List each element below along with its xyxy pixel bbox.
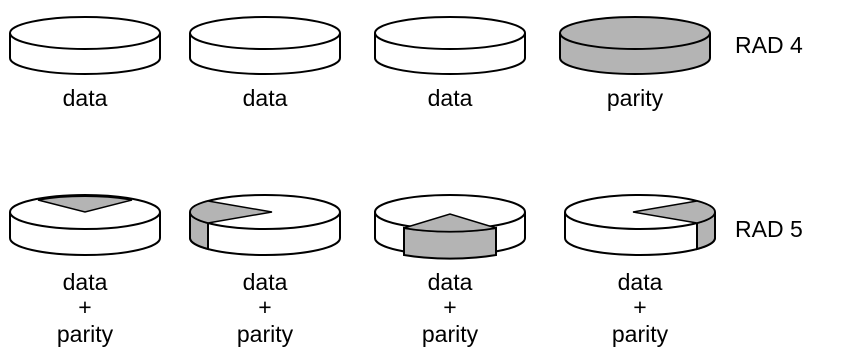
raid5-disk-4-label-line-2: + xyxy=(633,294,646,320)
raid4-disk-1 xyxy=(9,16,161,75)
raid5-disk-4-parity-wedge xyxy=(632,200,716,224)
raid4-disk-2 xyxy=(189,16,341,75)
raid5-disk-2 xyxy=(189,194,341,256)
raid4-disk-4-parity xyxy=(559,16,711,75)
raid4-disk-2-label: data xyxy=(243,85,288,111)
raid5-disk-2-label-line-1: data xyxy=(243,269,288,295)
raid5-disk-2-parity-wedge xyxy=(189,200,273,224)
raid5-disk-3-parity-side xyxy=(403,226,497,260)
raid5-disk-3-label-line-1: data xyxy=(428,269,473,295)
raid5-disk-3-label-line-2: + xyxy=(443,294,456,320)
raid5-disk-1-parity-wedge xyxy=(37,195,133,213)
raid5-disk-1-label-line-1: data xyxy=(63,269,108,295)
raid5-row-label: RAD 5 xyxy=(735,216,803,242)
raid5-disk-1 xyxy=(9,194,161,256)
raid4-disk-1-label: data xyxy=(63,85,108,111)
raid5-disk-3-parity-wedge xyxy=(403,213,497,233)
raid5-disk-4-label-line-1: data xyxy=(618,269,663,295)
raid4-disk-3 xyxy=(374,16,526,75)
raid4-row-label: RAD 4 xyxy=(735,32,803,58)
raid5-disk-3 xyxy=(374,194,526,260)
raid5-row: data + parity data + parity data + parit… xyxy=(9,194,803,347)
raid5-disk-3-label-line-3: parity xyxy=(422,321,479,347)
raid4-disk-3-label: data xyxy=(428,85,473,111)
raid5-disk-1-label-line-2: + xyxy=(78,294,91,320)
raid4-row: data data data parity RAD 4 xyxy=(9,16,803,111)
raid5-disk-4 xyxy=(564,194,716,256)
raid5-disk-2-label-line-2: + xyxy=(258,294,271,320)
raid4-disk-4-label: parity xyxy=(607,85,664,111)
raid5-disk-4-label-line-3: parity xyxy=(612,321,669,347)
raid5-disk-1-label-line-3: parity xyxy=(57,321,114,347)
raid5-disk-2-label-line-3: parity xyxy=(237,321,294,347)
